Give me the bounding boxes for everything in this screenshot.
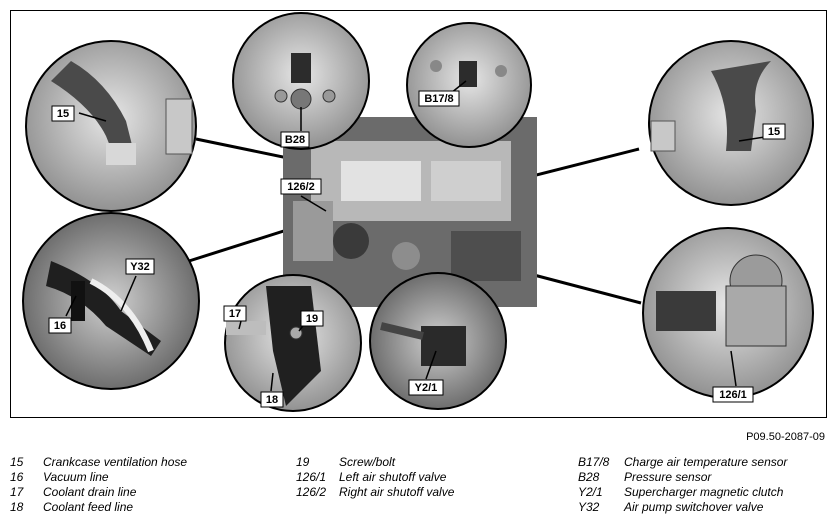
detail-15-left — [25, 40, 197, 212]
legend-item: 126/1 Left air shutoff valve — [296, 470, 454, 485]
legend-code: 126/2 — [296, 485, 327, 499]
detail-y32-16 — [22, 212, 200, 390]
svg-text:126/2: 126/2 — [287, 181, 315, 193]
legend-item: 17 Coolant drain line — [10, 485, 187, 500]
legend-item: 126/2 Right air shutoff valve — [296, 485, 454, 500]
legend-code: Y32 — [578, 500, 600, 514]
callout-label: B28 — [280, 131, 310, 148]
svg-text:18: 18 — [266, 394, 278, 406]
legend-code: B28 — [578, 470, 600, 484]
legend-code: B17/8 — [578, 455, 610, 469]
legend-desc: Pressure sensor — [624, 470, 712, 484]
legend-item: 16 Vacuum line — [10, 470, 187, 485]
legend-column-1: 15 Crankcase ventilation hose 16 Vacuum li… — [10, 455, 187, 515]
legend-item: 18 Coolant feed line — [10, 500, 187, 515]
callout-label: 18 — [260, 391, 284, 408]
legend-desc: Supercharger magnetic clutch — [624, 485, 784, 499]
legend-code: 126/1 — [296, 470, 327, 484]
legend-desc: Air pump switchover valve — [624, 500, 764, 514]
legend-item: 19 Screw/bolt — [296, 455, 454, 470]
legend-code: 16 — [10, 470, 24, 484]
svg-text:126/1: 126/1 — [719, 389, 747, 401]
detail-b17-8 — [406, 22, 532, 148]
callout-label: 19 — [300, 310, 324, 327]
legend-desc: Crankcase ventilation hose — [43, 455, 188, 469]
legend-item: B17/8 Charge air temperature sensor — [578, 455, 787, 470]
legend-desc: Coolant feed line — [43, 500, 134, 514]
engine-diagram: 15 B28 B17/8 15 126/2 Y32 16 17 19 18 Y2… — [10, 10, 827, 418]
svg-text:B17/8: B17/8 — [424, 93, 453, 105]
detail-y2-1 — [369, 272, 507, 410]
legend-item: 15 Crankcase ventilation hose — [10, 455, 187, 470]
legend-desc: Right air shutoff valve — [339, 485, 455, 499]
svg-text:17: 17 — [229, 308, 241, 320]
svg-text:15: 15 — [768, 126, 780, 138]
detail-17-19-18 — [224, 274, 362, 412]
legend-code: 19 — [296, 455, 310, 469]
legend-code: 18 — [10, 500, 24, 514]
diagram-canvas: 15 B28 B17/8 15 126/2 Y32 16 17 19 18 Y2… — [22, 12, 814, 412]
detail-b28 — [232, 12, 370, 150]
svg-text:15: 15 — [57, 108, 69, 120]
legend-desc: Vacuum line — [43, 470, 109, 484]
svg-text:19: 19 — [306, 313, 318, 325]
callout-label: 17 — [223, 305, 247, 322]
callout-label: 15 — [51, 105, 75, 122]
callout-label: 126/2 — [280, 178, 322, 195]
callout-label: Y2/1 — [408, 379, 444, 396]
legend-desc: Screw/bolt — [339, 455, 396, 469]
legend-item: Y32 Air pump switchover valve — [578, 500, 787, 515]
legend-item: Y2/1 Supercharger magnetic clutch — [578, 485, 787, 500]
callout-label: 16 — [48, 317, 72, 334]
svg-text:Y2/1: Y2/1 — [415, 382, 438, 394]
detail-126-1 — [642, 227, 814, 399]
legend-desc: Left air shutoff valve — [339, 470, 447, 484]
legend-desc: Coolant drain line — [43, 485, 137, 499]
callout-labels: 15 B28 B17/8 15 126/2 Y32 16 17 19 18 Y2… — [48, 90, 786, 408]
svg-text:Y32: Y32 — [130, 261, 150, 273]
callout-label: B17/8 — [418, 90, 460, 107]
legend-code: 17 — [10, 485, 24, 499]
reference-code: P09.50-2087-09 — [746, 431, 825, 443]
legend-code: 15 — [10, 455, 24, 469]
callout-label: Y32 — [125, 258, 155, 275]
legend-code: Y2/1 — [578, 485, 603, 499]
legend-desc: Charge air temperature sensor — [624, 455, 788, 469]
legend-item: B28 Pressure sensor — [578, 470, 787, 485]
callout-label: 126/1 — [712, 386, 754, 403]
engine-overview-photo — [283, 117, 537, 307]
svg-text:B28: B28 — [285, 134, 305, 146]
detail-15-right — [648, 40, 814, 206]
legend-column-3: B17/8 Charge air temperature sensor B28 Pr… — [578, 455, 787, 515]
legend-column-2: 19 Screw/bolt 126/1 Left air shutoff valve… — [296, 455, 454, 500]
callout-label: 15 — [762, 123, 786, 140]
svg-text:16: 16 — [54, 320, 66, 332]
